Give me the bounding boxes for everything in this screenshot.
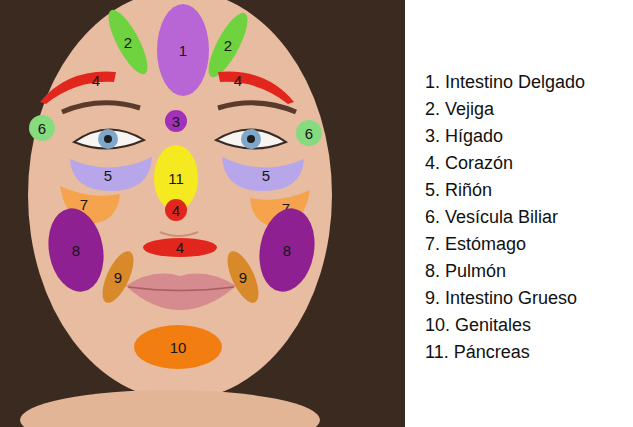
zone-fill — [222, 157, 304, 191]
zone-fill — [165, 110, 187, 132]
callout-number: 11 — [168, 171, 184, 186]
zone-fill — [157, 4, 209, 96]
zone-marker: 1 — [157, 4, 209, 96]
legend-entry: 9. Intestino Grueso — [425, 287, 577, 309]
zone-marker: 4 — [40, 66, 116, 104]
zone-marker: 5 — [70, 155, 152, 191]
callout-number: 3 — [172, 114, 180, 129]
zone-marker: 10 — [134, 325, 222, 369]
zone-marker: 6 — [296, 120, 322, 146]
zone-marker: 5 — [222, 155, 304, 191]
zone-shape — [40, 66, 116, 104]
lips — [126, 274, 236, 310]
callout-number: 2 — [224, 38, 232, 53]
callout-number: 4 — [234, 73, 242, 88]
eye — [74, 129, 144, 148]
zone-marker: 9 — [232, 249, 254, 305]
callout-number: 5 — [262, 168, 270, 183]
zone-marker: 8 — [49, 208, 103, 292]
callout-number: 6 — [305, 126, 313, 141]
zone-marker: 2 — [217, 9, 239, 81]
callout-number: 2 — [124, 35, 132, 50]
iris — [241, 129, 261, 149]
zone-fill — [42, 204, 110, 296]
zone-marker: 3 — [165, 110, 187, 132]
pupil — [247, 135, 255, 143]
zone-fill — [101, 5, 154, 79]
pupil — [104, 135, 112, 143]
callout-number: 9 — [239, 270, 247, 285]
zone-fill — [29, 115, 55, 141]
legend-entry: 4. Corazón — [425, 152, 513, 174]
eyebrow — [218, 103, 296, 112]
zone-fill — [165, 199, 187, 221]
callout-number: 9 — [114, 270, 122, 285]
legend-entry: 11. Páncreas — [425, 341, 530, 363]
callout-number: 1 — [179, 43, 187, 58]
callout-number: 10 — [170, 340, 187, 355]
callout-number: 8 — [283, 243, 291, 258]
callout-number: 7 — [80, 197, 88, 212]
callout-number: 5 — [104, 168, 112, 183]
callout-number: 8 — [72, 243, 80, 258]
zone-marker: 9 — [107, 249, 129, 305]
zone-shape — [218, 66, 294, 104]
zone-marker: 4 — [165, 199, 187, 221]
zone-fill — [70, 157, 152, 191]
zone-fill — [134, 325, 222, 369]
eyebrow — [62, 103, 140, 112]
legend-entry: 8. Pulmón — [425, 260, 506, 282]
zone-fill — [143, 238, 217, 257]
face-skin — [28, 0, 332, 400]
hands — [20, 390, 320, 427]
callout-number: 6 — [38, 121, 46, 136]
zone-fill — [201, 8, 254, 82]
zone-marker: 4 — [218, 66, 294, 104]
background — [405, 0, 633, 427]
iris — [98, 129, 118, 149]
legend-entry: 2. Vejiga — [425, 98, 494, 120]
zone-fill — [96, 247, 140, 307]
legend-entry: 7. Estómago — [425, 233, 526, 255]
zone-marker: 6 — [29, 115, 55, 141]
callout-number: 4 — [176, 240, 184, 255]
zone-marker: 8 — [260, 208, 314, 292]
callout-number: 4 — [172, 203, 180, 218]
zone-fill — [253, 204, 321, 296]
zone-marker: 2 — [117, 6, 139, 78]
nose — [160, 232, 198, 236]
lip-line — [128, 287, 234, 291]
zone-fill — [218, 72, 294, 104]
legend-entry: 6. Vesícula Biliar — [425, 206, 558, 228]
callout-number: 4 — [92, 73, 100, 88]
zone-marker: 4 — [143, 238, 217, 257]
zone-fill — [296, 120, 322, 146]
eye — [216, 129, 286, 148]
zone-fill — [40, 72, 116, 104]
legend-entry: 1. Intestino Delgado — [425, 71, 585, 93]
legend-entry: 3. Hígado — [425, 125, 503, 147]
zone-fill — [221, 247, 265, 307]
legend-entry: 5. Riñón — [425, 179, 492, 201]
legend-entry: 10. Genitales — [425, 314, 531, 336]
